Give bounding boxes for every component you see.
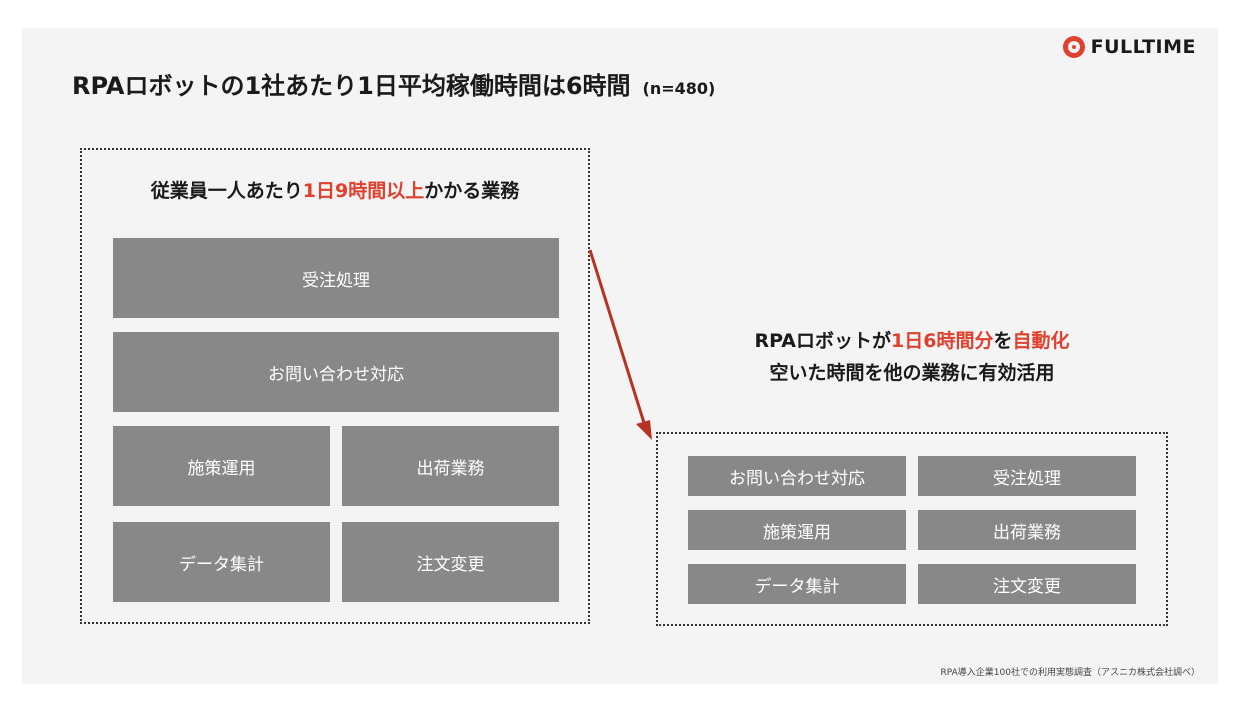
auto-task-order-processing: 受注処理 xyxy=(918,456,1136,496)
task-order-change: 注文変更 xyxy=(342,522,559,602)
auto-task-inquiry-handling: お問い合わせ対応 xyxy=(688,456,906,496)
manual-tasks-heading: 従業員一人あたり1日9時間以上かかる業務 xyxy=(82,176,588,203)
page-title: RPAロボットの1社あたり1日平均稼働時間は6時間 (n=480) xyxy=(72,66,715,101)
auto-task-order-change: 注文変更 xyxy=(918,564,1136,604)
sample-size: (n=480) xyxy=(642,79,716,98)
task-shipping: 出荷業務 xyxy=(342,426,559,506)
automated-tasks-box: お問い合わせ対応 受注処理 施策運用 出荷業務 データ集計 注文変更 xyxy=(656,432,1168,626)
title-text: RPAロボットの1社あたり1日平均稼働時間は6時間 xyxy=(72,72,631,100)
task-campaign-operations: 施策運用 xyxy=(113,426,330,506)
brand-name: FULLTIME xyxy=(1090,36,1196,58)
auto-task-data-aggregation: データ集計 xyxy=(688,564,906,604)
caption-highlight-automation: 自動化 xyxy=(1012,330,1070,352)
caption-highlight-hours: 1日6時間分 xyxy=(891,330,994,352)
manual-tasks-box: 従業員一人あたり1日9時間以上かかる業務 受注処理 お問い合わせ対応 施策運用 … xyxy=(80,148,590,624)
automation-caption-line1: RPAロボットが1日6時間分を自動化 xyxy=(662,326,1162,353)
source-note: RPA導入企業100社での利用実態調査（アスニカ株式会社調べ） xyxy=(940,668,1200,678)
fulltime-logo-icon xyxy=(1062,36,1085,58)
auto-task-campaign-operations: 施策運用 xyxy=(688,510,906,550)
automation-caption-line2: 空いた時間を他の業務に有効活用 xyxy=(769,362,1055,384)
brand-logo: FULLTIME xyxy=(1062,36,1196,58)
caption-pre: RPAロボットが xyxy=(754,330,892,352)
task-inquiry-handling: お問い合わせ対応 xyxy=(113,332,559,412)
slide: FULLTIME RPAロボットの1社あたり1日平均稼働時間は6時間 (n=480… xyxy=(22,28,1218,684)
heading-highlight: 1日9時間以上 xyxy=(302,180,425,202)
caption-mid: を xyxy=(993,330,1013,352)
heading-pre: 従業員一人あたり xyxy=(150,180,303,202)
heading-post: かかる業務 xyxy=(424,180,520,202)
task-order-processing: 受注処理 xyxy=(113,238,559,318)
auto-task-shipping: 出荷業務 xyxy=(918,510,1136,550)
task-data-aggregation: データ集計 xyxy=(113,522,330,602)
